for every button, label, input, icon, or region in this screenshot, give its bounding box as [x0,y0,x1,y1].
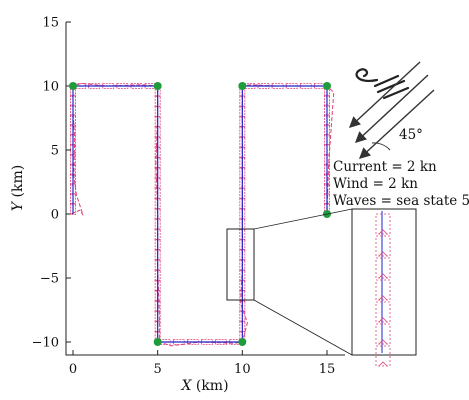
vessel-outline [70,203,76,215]
waypoint-marker [153,338,162,346]
inset-bow-mark [378,361,388,367]
angle-arc [371,142,391,151]
y-tick-label: 15 [42,16,59,31]
environment-annotation: 45° Current = 2 kn Wind = 2 kn Waves = s… [333,61,469,209]
wind-icon [355,68,410,100]
waypoint-marker [238,82,247,90]
x-axis-label-var: X [180,378,192,394]
inset-bow-mark [378,273,388,279]
x-axis-label-unit: (km) [191,378,228,394]
y-axis-label-var: Y [10,200,26,211]
waypoint-marker [153,82,162,90]
series-layer [70,82,335,347]
current-label: Current = 2 kn [333,159,437,175]
zoom-inset-frame [351,208,417,356]
direction-arrow-2 [354,74,429,143]
direction-arrow-3 [358,89,435,159]
inset-vessel-outline [375,257,391,279]
inset-bow-mark [378,295,388,301]
waves-label: Waves = sea state 5 [333,193,469,209]
zoom-connector-bottom [253,299,353,356]
zoom-inset [351,208,417,367]
angle-label: 45° [399,127,423,143]
inset-bow-mark [378,317,388,323]
inset-bow-mark [378,251,388,257]
inset-vessel-outline [375,213,391,235]
zoom-region-box [226,228,255,301]
inset-vessel-outline [375,235,391,257]
y-tick-label: 10 [42,80,59,95]
inset-vessel-outline [375,345,391,367]
vessel-outlines [70,83,330,345]
x-tick-label: 10 [234,362,251,377]
y-axis-label-unit: (km) [10,165,26,202]
y-tick-label: 5 [51,144,59,159]
x-axis-label: X (km) [180,378,228,394]
inset-vessel-outline [375,323,391,345]
x-tick-labels: 0 5 10 15 [69,362,335,377]
plot-axes [65,22,345,356]
x-tick-label: 15 [319,362,336,377]
y-axis-label: Y (km) [10,165,26,211]
zoom-inset-track [375,213,391,367]
inset-vessel-outline [375,279,391,301]
inset-bow-mark [378,229,388,235]
series-actual-track [71,82,335,347]
y-tick-label: 0 [51,208,59,223]
y-tick-label: −5 [40,272,59,287]
y-tick-labels: −10 −5 0 5 10 15 [32,16,59,351]
x-tick-label: 5 [154,362,162,377]
x-tick-label: 0 [69,362,77,377]
waypoints [69,82,331,346]
direction-arrow-1 [348,61,421,128]
y-tick-label: −10 [32,336,59,351]
wind-label: Wind = 2 kn [333,176,418,192]
waypoint-marker [238,338,247,346]
waypoint-marker [69,82,77,90]
waypoint-marker [322,82,331,90]
zoom-connector-top [253,208,353,230]
x-axis-ticks [72,350,328,355]
inset-bow-mark [378,339,388,345]
series-planned-path [72,85,328,343]
inset-vessel-outline [375,301,391,323]
